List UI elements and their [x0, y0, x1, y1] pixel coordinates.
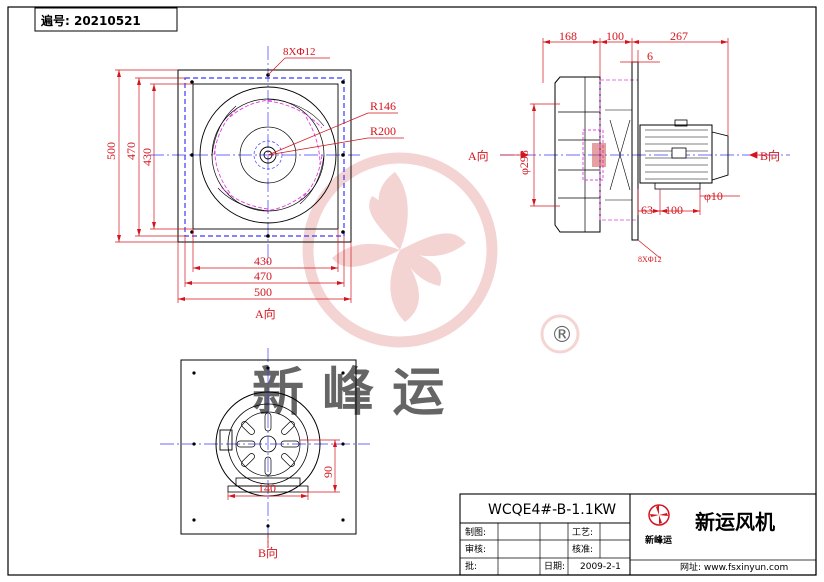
model-number: WCQE4#-B-1.1KW [488, 502, 616, 518]
front-view-label: A向 [255, 306, 276, 321]
label-drawn-by: 制图: [465, 526, 486, 538]
side-dim-168: 168 [559, 29, 577, 43]
front-width-500: 500 [254, 285, 272, 299]
rear-width-140: 140 [258, 481, 276, 495]
side-flange-thickness: 6 [647, 49, 653, 63]
front-bolt-note: 8XΦ12 [283, 46, 315, 58]
rear-view-label: B向 [258, 545, 278, 560]
label-review: 审核: [465, 543, 486, 555]
side-dim-100: 100 [606, 29, 624, 43]
label-approve: 批: [465, 560, 477, 572]
front-radius-outer: R200 [370, 124, 396, 138]
company-logo-icon [648, 504, 670, 526]
front-height-430: 430 [140, 148, 154, 166]
rear-height-90: 90 [321, 466, 335, 478]
side-dim-100-base: 100 [665, 203, 683, 217]
front-height-470: 470 [124, 142, 138, 160]
drawing-number: 遍号: 20210521 [40, 13, 141, 28]
side-shaft-diameter: φ10 [704, 189, 723, 203]
front-height-500: 500 [104, 142, 118, 160]
website: 网址: www.fsxinyun.com [680, 561, 788, 573]
front-width-430: 430 [254, 254, 272, 268]
watermark-logo [302, 152, 580, 354]
side-bolt-note: 8XΦ12 [638, 255, 662, 264]
front-view [115, 46, 404, 303]
side-label-a: A向 [468, 148, 489, 163]
logo-text: 新峰运 [645, 534, 673, 546]
side-label-b: B向 [760, 148, 780, 163]
front-width-470: 470 [254, 269, 272, 283]
front-radius-inner: R146 [370, 99, 396, 113]
side-view [500, 38, 790, 259]
label-date: 日期: [544, 561, 565, 572]
date-value: 2009-2-1 [580, 562, 621, 572]
side-dim-267: 267 [670, 29, 688, 43]
label-check: 核准: [572, 543, 593, 555]
title-block [459, 493, 817, 576]
label-process: 工艺: [572, 527, 593, 538]
company-name: 新运风机 [695, 510, 775, 534]
rear-view [160, 348, 370, 548]
side-dim-63: 63 [641, 203, 653, 217]
sheet-border [7, 6, 817, 576]
drawing-number-box [34, 7, 178, 32]
watermark-text: 新 峰 运 [252, 363, 444, 423]
watermark-registered-mark: ® [551, 323, 573, 348]
side-diameter: φ298 [517, 150, 531, 175]
